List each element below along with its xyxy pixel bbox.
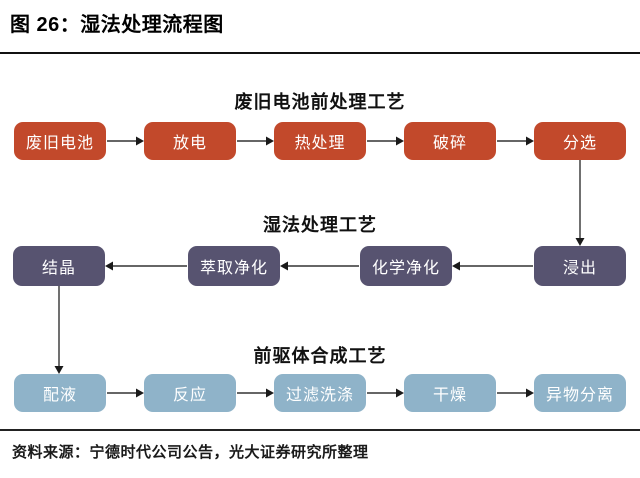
section-header-wet-process: 湿法处理工艺 — [263, 215, 377, 235]
flow-box-precursor-synthesis-2: 反应 — [144, 374, 236, 412]
top-rule — [0, 52, 640, 54]
flow-box-precursor-synthesis-1: 配液 — [14, 374, 106, 412]
figure-title: 图 26：湿法处理流程图 — [10, 14, 224, 36]
flow-box-pretreatment-4: 破碎 — [404, 122, 496, 160]
section-header-pretreatment: 废旧电池前处理工艺 — [234, 92, 406, 112]
flow-box-wet-process-3: 化学净化 — [360, 246, 452, 286]
flow-box-pretreatment-2: 放电 — [144, 122, 236, 160]
flow-box-precursor-synthesis-3: 过滤洗涤 — [274, 374, 366, 412]
flow-box-precursor-synthesis-5: 异物分离 — [534, 374, 626, 412]
flow-box-wet-process-4: 浸出 — [534, 246, 626, 286]
source-note: 资料来源：宁德时代公司公告，光大证券研究所整理 — [12, 444, 369, 461]
bottom-rule — [0, 429, 640, 431]
flow-box-wet-process-2: 萃取净化 — [188, 246, 280, 286]
flow-box-precursor-synthesis-4: 干燥 — [404, 374, 496, 412]
flow-box-pretreatment-5: 分选 — [534, 122, 626, 160]
flow-box-pretreatment-1: 废旧电池 — [14, 122, 106, 160]
flow-box-wet-process-1: 结晶 — [13, 246, 105, 286]
flow-box-pretreatment-3: 热处理 — [274, 122, 366, 160]
section-header-precursor-synthesis: 前驱体合成工艺 — [253, 346, 387, 366]
